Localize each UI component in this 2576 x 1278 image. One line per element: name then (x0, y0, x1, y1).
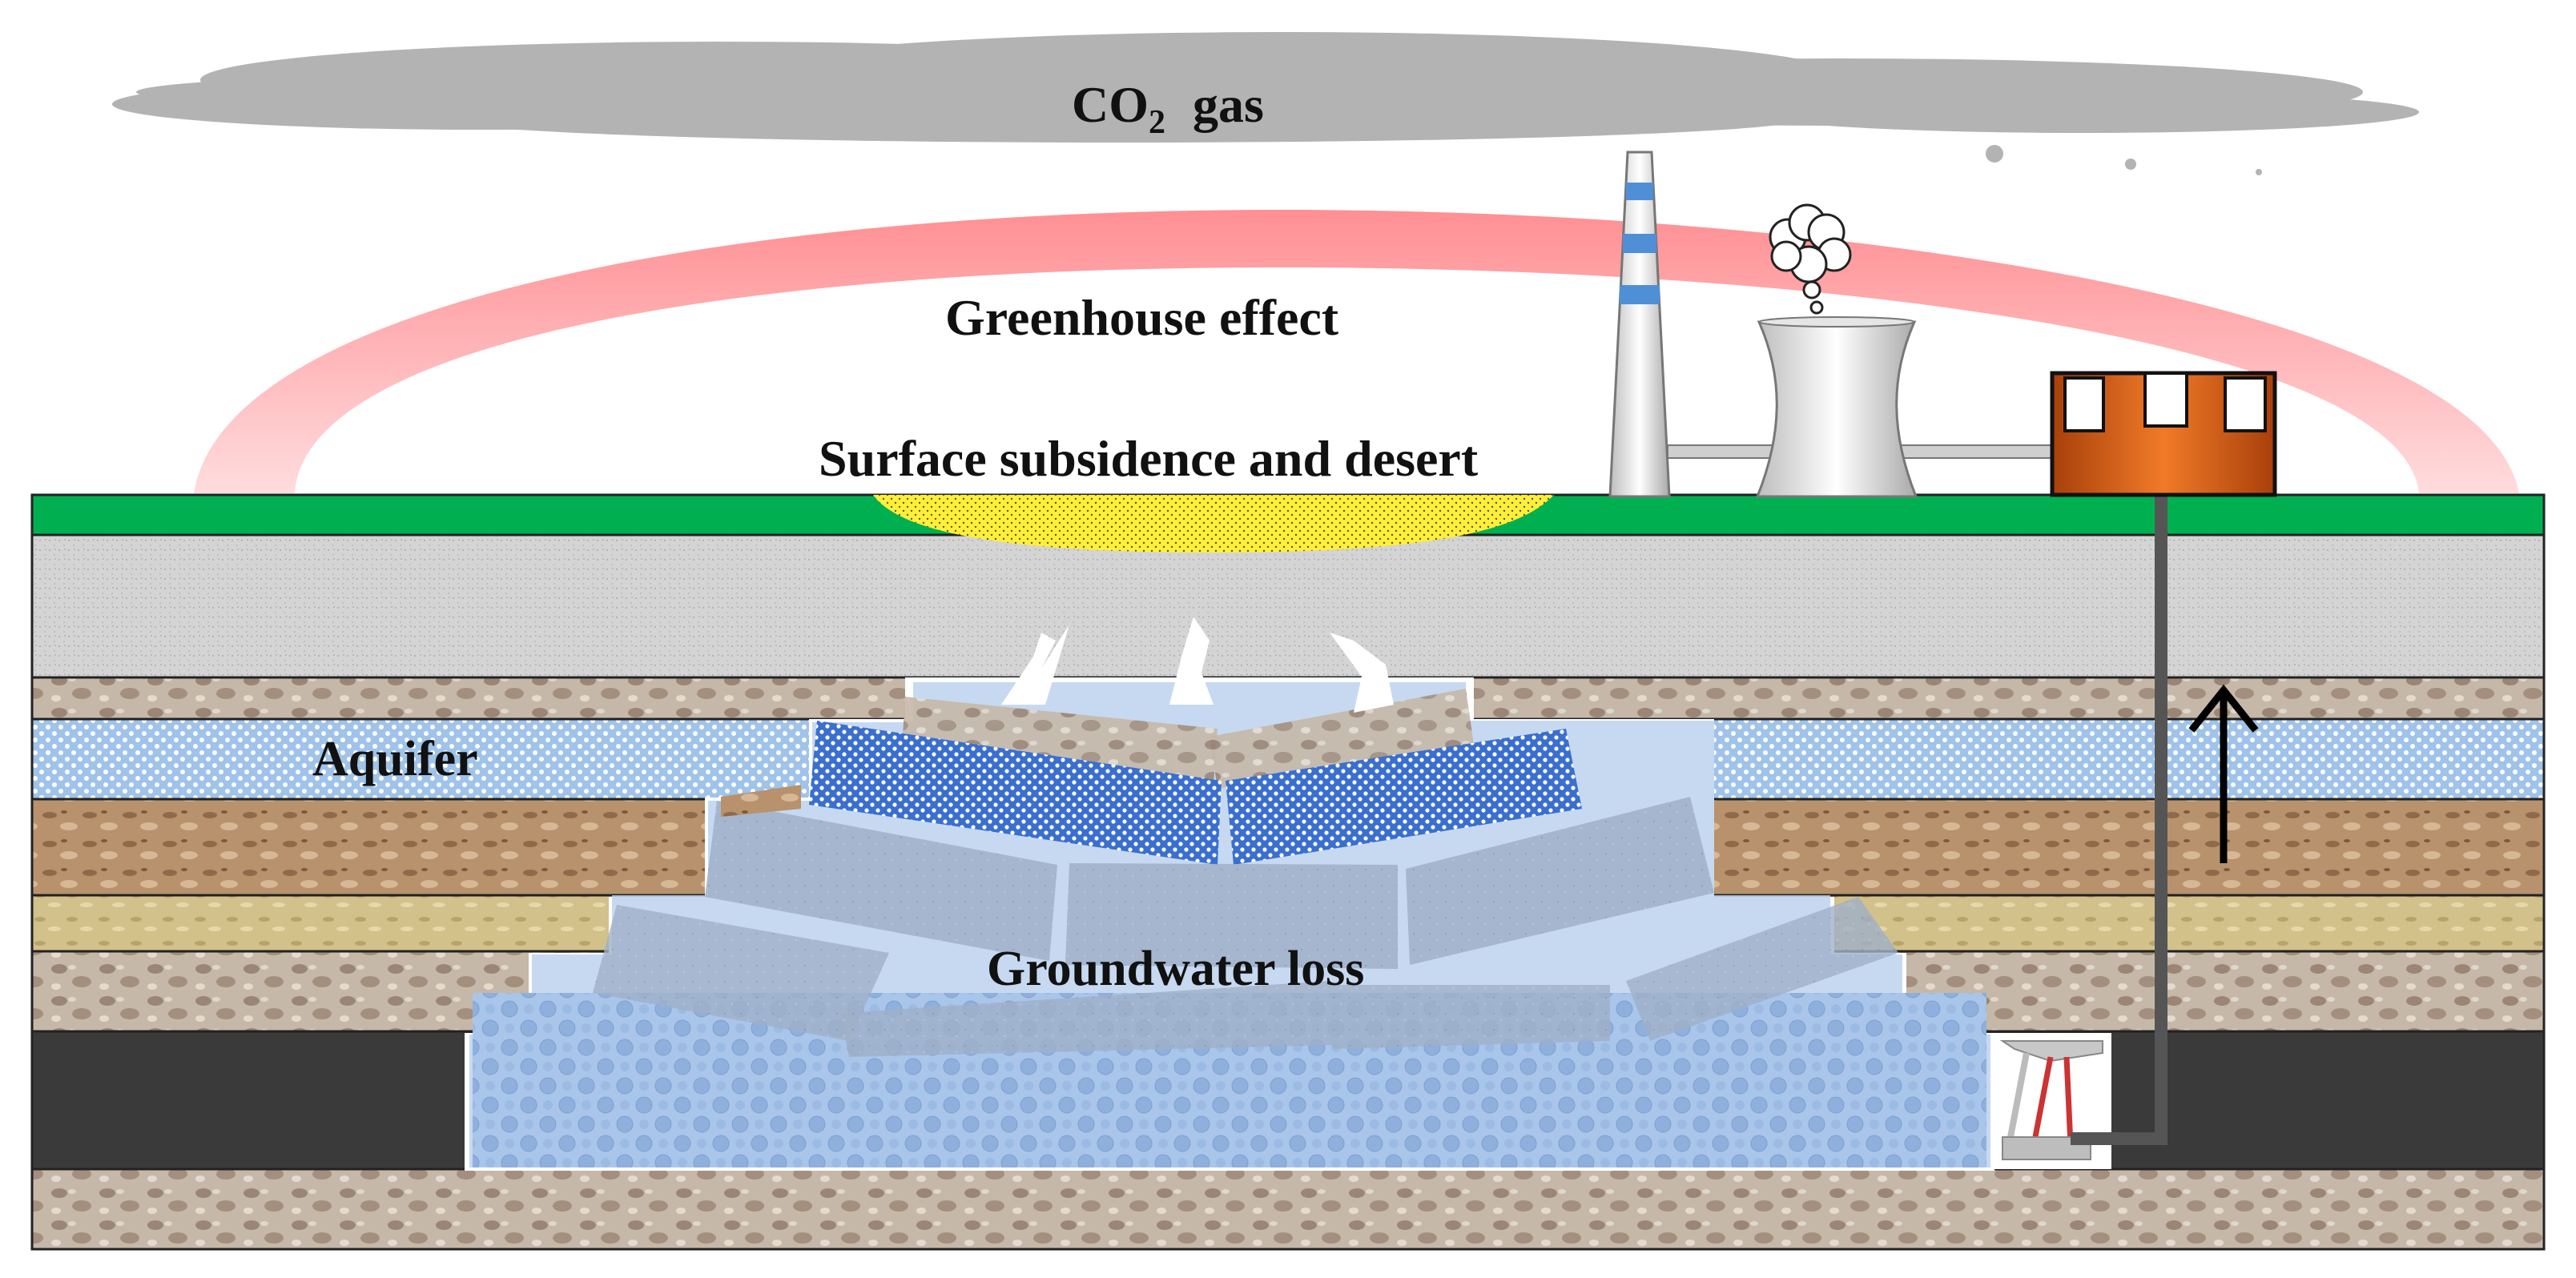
broken-block (841, 981, 1334, 1057)
co2-gas-prefix: CO (1072, 76, 1149, 133)
broken-block (1330, 985, 1610, 1049)
broken-aquifer-block (1226, 729, 1582, 865)
co2-gas-subscript: 2 (1149, 104, 1165, 141)
broken-block (1626, 897, 1898, 1041)
broken-aquifer-block (809, 721, 1222, 865)
mine-building-icon (2050, 371, 2277, 497)
up-arrow-icon (2188, 684, 2259, 863)
floor-rock-layer (30, 1167, 2546, 1251)
steam-cloud-icon (1769, 203, 1852, 315)
broken-block (721, 785, 801, 817)
surface-subsidence-label: Surface subsidence and desert (819, 430, 1479, 487)
fracture-crack (1330, 633, 1394, 713)
co2-cloud (112, 32, 2419, 175)
broken-block (1210, 689, 1474, 789)
cooling-tower-icon (1755, 316, 1918, 498)
groundwater-loss-label: Groundwater loss (987, 942, 1364, 996)
broken-block (1065, 863, 1398, 969)
co2-gas-label: CO2 gas (1072, 76, 1264, 141)
desert-subsidence-area (873, 495, 1554, 553)
broken-block (705, 801, 1057, 961)
hydraulic-support-icon (1993, 1033, 2111, 1169)
greenhouse-effect-label: Greenhouse effect (945, 289, 1339, 346)
topsoil-layer (30, 533, 2546, 679)
aquifer-label: Aquifer (312, 732, 478, 786)
broken-block (593, 905, 889, 1041)
greenhouse-arc (194, 210, 2519, 493)
caved-zone (465, 617, 1994, 1171)
fracture-crack (1001, 625, 1069, 705)
fracture-crack (1169, 617, 1214, 705)
chimney-icon (1608, 151, 1671, 498)
shaft-pipe-icon (2071, 495, 2167, 1145)
broken-block (1406, 797, 1714, 965)
co2-gas-suffix: gas (1193, 76, 1264, 133)
